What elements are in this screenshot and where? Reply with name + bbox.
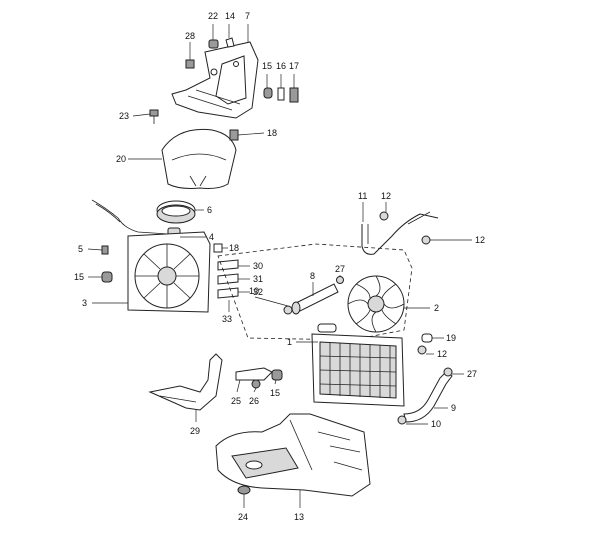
hose-8 (291, 283, 339, 315)
callout-30: 30 (253, 261, 263, 271)
clamp-12-c (417, 345, 427, 355)
clamp-10-lower (397, 415, 407, 425)
cooling-hose-lower (403, 371, 453, 423)
callout-17: 17 (289, 61, 299, 71)
cap-19 (421, 333, 433, 343)
callout-11: 11 (358, 191, 367, 201)
callout-15-left: 15 (74, 272, 84, 282)
clip-28 (185, 59, 195, 69)
callout-9: 9 (451, 403, 456, 413)
callout-27-lower: 27 (467, 369, 477, 379)
callout-12-a: 12 (381, 191, 391, 201)
air-duct-cover (161, 128, 237, 189)
upper-mounting-bracket (171, 41, 259, 119)
bracket-25 (235, 367, 273, 381)
callout-12-b: 12 (475, 235, 485, 245)
grommet-15-mid (271, 369, 283, 381)
leader-lines (87, 24, 472, 508)
callout-23: 23 (119, 111, 129, 121)
grommet-15-top (263, 87, 273, 99)
grommet-15-left (101, 271, 113, 283)
callout-20: 20 (116, 154, 126, 164)
callout-29: 29 (190, 426, 200, 436)
clip-5 (101, 245, 109, 255)
callout-33: 33 (222, 314, 232, 324)
callout-15-top: 15 (262, 61, 272, 71)
callout-10-lower: 10 (431, 419, 441, 429)
callout-6: 6 (207, 205, 212, 215)
radiator-fan (347, 275, 405, 333)
callout-32: 32 (253, 287, 263, 297)
clamp-27-top (336, 276, 344, 284)
support-bracket (148, 353, 223, 411)
fan-shroud (127, 231, 211, 313)
callout-31: 31 (253, 274, 263, 284)
clamp-27-lower (443, 367, 453, 377)
screw-14 (225, 37, 235, 48)
clip-17 (289, 87, 299, 103)
cooling-hose-upper (361, 211, 439, 255)
callout-28: 28 (185, 31, 195, 41)
clip-nut-22 (208, 39, 219, 49)
callout-10-left: 10 (249, 286, 259, 296)
plug-24 (237, 485, 251, 495)
callout-26: 26 (249, 396, 259, 406)
callout-4: 4 (209, 232, 214, 242)
underbody-panel (215, 413, 371, 497)
callout-13: 13 (294, 512, 304, 522)
clip-18-mid (213, 243, 223, 253)
callout-18-top: 18 (267, 128, 277, 138)
callout-16: 16 (276, 61, 286, 71)
radiator (311, 323, 405, 407)
seal-ring (156, 200, 196, 224)
clip-16 (277, 87, 285, 101)
callout-5: 5 (78, 244, 83, 254)
clip-18-top (229, 129, 239, 141)
clamp-12-a (379, 211, 389, 221)
callout-1: 1 (287, 337, 292, 347)
shims-30-32 (217, 259, 239, 299)
callout-labels: 22 14 7 28 15 16 17 23 18 20 6 4 18 5 15… (74, 11, 485, 522)
callout-8: 8 (310, 271, 315, 281)
callout-3: 3 (82, 298, 87, 308)
screw-23 (149, 109, 159, 124)
grommet-26 (251, 379, 261, 389)
clamp-12-b (421, 235, 431, 245)
clamp-10-left (283, 305, 293, 315)
callout-14: 14 (225, 11, 235, 21)
callout-22: 22 (208, 11, 218, 21)
callout-15-mid: 15 (270, 388, 280, 398)
callout-24: 24 (238, 512, 248, 522)
callout-19: 19 (446, 333, 456, 343)
callout-27-top: 27 (335, 264, 345, 274)
callout-25: 25 (231, 396, 241, 406)
callout-7: 7 (245, 11, 250, 21)
callout-2: 2 (434, 303, 439, 313)
callout-18-mid: 18 (229, 243, 239, 253)
callout-12-c: 12 (437, 349, 447, 359)
